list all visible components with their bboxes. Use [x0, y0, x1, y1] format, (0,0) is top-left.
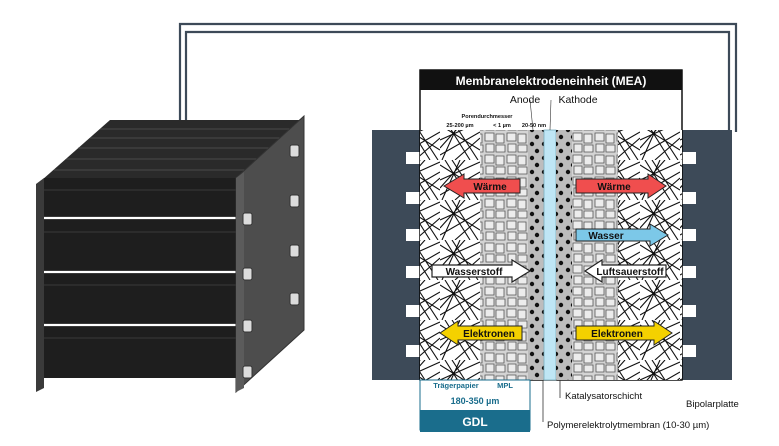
right-wasser-text: Wasser	[588, 231, 623, 242]
left-waerme-text: Wärme	[473, 182, 507, 193]
mea-title: Membranelektrodeneinheit (MEA)	[456, 74, 647, 88]
pore-size-gdl: 25-200 µm	[446, 123, 473, 129]
right-bipolar-plate	[682, 130, 732, 380]
kathode-label: Kathode	[558, 94, 597, 106]
anode-mpl-pebbles	[480, 130, 528, 380]
left-wasserstoff-text: Wasserstoff	[446, 267, 504, 278]
pore-title: Porendurchmesser	[462, 114, 514, 120]
left-bipolar-channels	[406, 152, 420, 357]
gdl-traegerpapier-label: Trägerpapier	[433, 381, 479, 390]
gdl-label-box	[420, 410, 530, 432]
mea-cross-section	[372, 69, 732, 432]
left-elektronen-text: Elektronen	[463, 329, 515, 340]
pore-size-catalyst: 20-50 nm	[522, 123, 546, 129]
left-bipolar-plate	[372, 130, 420, 380]
cathode-gdl-fibers	[618, 130, 682, 380]
arrow-right-waerme	[575, 173, 667, 199]
cathode-mpl-pebbles	[572, 130, 618, 380]
cathode-catalyst-layer	[556, 130, 572, 380]
right-bipolar-channels	[682, 152, 696, 357]
external-circuit-wire	[178, 22, 738, 134]
bolt-icons	[242, 144, 300, 379]
bipolar-label: Bipolarplatte	[686, 399, 739, 410]
gdl-thickness-label: 180-350 µm	[451, 396, 500, 406]
anode-label: Anode	[510, 94, 541, 106]
arrow-right-elektronen	[575, 320, 673, 346]
membrane-layer	[543, 129, 557, 381]
right-waerme-text: Wärme	[597, 182, 631, 193]
mea-title-bar	[420, 70, 682, 90]
gdl-label: GDL	[462, 415, 487, 429]
arrow-left-waerme	[443, 173, 521, 199]
right-luftsauerstoff-text: Luftsauerstoff	[596, 267, 664, 278]
pore-size-mpl: < 1 µm	[493, 123, 511, 129]
arrow-right-luftsauerstoff	[583, 258, 667, 284]
arrow-left-elektronen	[439, 320, 523, 346]
right-elektronen-text: Elektronen	[591, 329, 643, 340]
membran-label: Polymerelektrolytmembran (10-30 µm)	[547, 420, 709, 431]
gdl-mpl-label: MPL	[497, 381, 513, 390]
arrow-right-wasser	[575, 223, 669, 247]
fuel-cell-stack-icon	[36, 114, 305, 394]
arrow-left-wasserstoff	[431, 258, 532, 284]
anode-catalyst-layer	[528, 130, 544, 380]
anode-gdl-fibers	[420, 130, 480, 380]
katalysator-label: Katalysatorschicht	[565, 391, 642, 402]
